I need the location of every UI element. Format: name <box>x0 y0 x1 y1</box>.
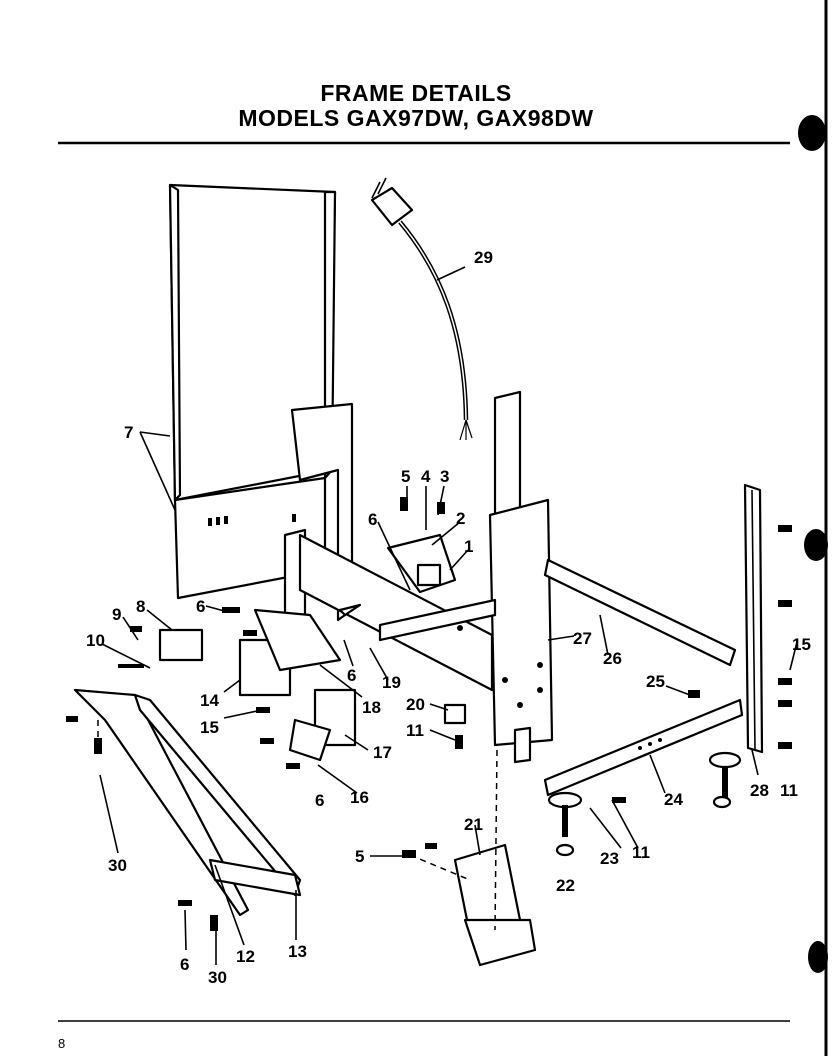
callout-17: 17 <box>373 743 392 762</box>
callout-26: 26 <box>603 649 622 668</box>
callout-2: 2 <box>456 509 465 528</box>
callout-5: 5 <box>355 847 364 866</box>
callout-3: 3 <box>440 467 449 486</box>
callout-12: 12 <box>236 947 255 966</box>
callout-4: 4 <box>421 467 431 486</box>
callout-27: 27 <box>573 629 592 648</box>
callout-6: 6 <box>347 666 356 685</box>
callout-7: 7 <box>124 423 133 442</box>
callout-15: 15 <box>200 718 219 737</box>
callout-19: 19 <box>382 673 401 692</box>
callout-16: 16 <box>350 788 369 807</box>
callout-25: 25 <box>646 672 665 691</box>
callout-8: 8 <box>136 597 145 616</box>
callout-11: 11 <box>780 781 798 800</box>
callout-6: 6 <box>368 510 377 529</box>
binder-hole-middle <box>804 529 828 561</box>
callout-22: 22 <box>556 876 575 895</box>
callout-6: 6 <box>196 597 205 616</box>
callout-5: 5 <box>401 467 410 486</box>
part-28-right-rail <box>743 483 764 754</box>
binder-hole-top <box>798 115 826 151</box>
callout-11: 11 <box>632 843 650 862</box>
part-7-side-panel <box>168 183 337 600</box>
callout-15: 15 <box>792 635 811 654</box>
callout-20: 20 <box>406 695 425 714</box>
callout-1: 1 <box>464 537 473 556</box>
callout-23: 23 <box>600 849 619 868</box>
small-parts <box>158 608 742 967</box>
callout-28: 28 <box>750 781 769 800</box>
callout-9: 9 <box>112 605 121 624</box>
callout-18: 18 <box>362 698 381 717</box>
callout-30: 30 <box>208 968 227 987</box>
callout-10: 10 <box>86 631 105 650</box>
callout-30: 30 <box>108 856 127 875</box>
diagram-title: FRAME DETAILS <box>320 80 512 106</box>
diagram-subtitle: MODELS GAX97DW, GAX98DW <box>238 105 594 131</box>
part-29-power-cord <box>370 177 473 441</box>
leader-lines <box>99 266 798 965</box>
page-number: 8 <box>58 1036 66 1051</box>
screws <box>66 497 792 931</box>
callout-24: 24 <box>664 790 683 809</box>
callout-13: 13 <box>288 942 307 961</box>
part-24-bottom-rail <box>543 698 744 797</box>
alignment-line-21 <box>494 749 498 931</box>
part-12-13-base-channels <box>73 688 302 917</box>
callout-14: 14 <box>200 691 219 710</box>
callout-21: 21 <box>464 815 483 834</box>
binder-hole-bottom <box>808 941 828 973</box>
part-callouts: 1 2 3 4 5 5 6 6 6 6 6 7 8 9 10 11 11 11 … <box>86 248 811 987</box>
callout-6: 6 <box>315 791 324 810</box>
callout-11: 11 <box>406 721 424 740</box>
part-1-2-bracket <box>386 533 457 594</box>
part-27-main-frame <box>283 390 737 764</box>
callout-29: 29 <box>474 248 493 267</box>
callout-6: 6 <box>180 955 189 974</box>
